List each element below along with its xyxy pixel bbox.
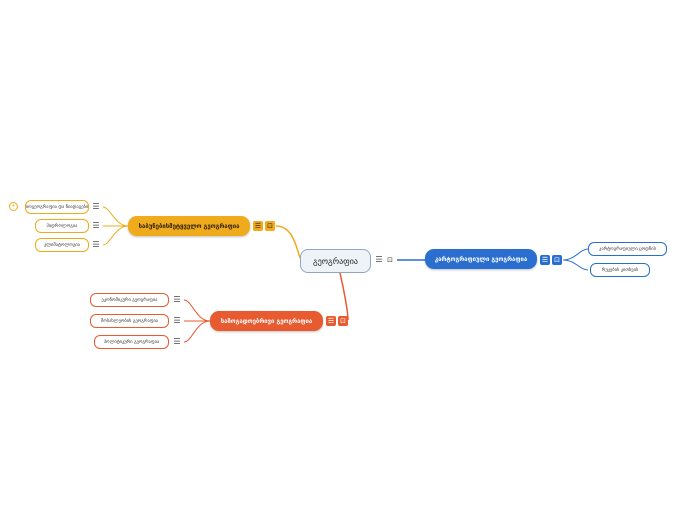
attachment-icon[interactable]: ⊡ xyxy=(387,255,393,264)
subtopic-population-geography[interactable]: მოსახლეობის გეოგრაფია xyxy=(90,314,169,328)
link-root-red xyxy=(339,272,349,321)
notes-icon[interactable]: ☰ xyxy=(375,255,383,264)
root-node[interactable]: გეოგრაფია xyxy=(300,249,371,273)
subtopic-map-reading[interactable]: რუკების კითხვის xyxy=(590,263,650,277)
link-blue-1 xyxy=(562,248,589,261)
link-yellow-1 xyxy=(102,206,129,227)
notes-icon[interactable]: ☰ xyxy=(92,202,100,211)
notes-icon[interactable]: ☰ xyxy=(253,221,263,231)
subtopic-hydrology[interactable]: ჰიდროლოგია xyxy=(35,219,89,233)
attachment-icon[interactable]: ⊡ xyxy=(265,221,275,231)
branch-social-geography[interactable]: საზოგადოებრივი გეოგრაფია xyxy=(210,311,323,331)
link-yellow-3 xyxy=(102,225,129,246)
attachment-icon[interactable]: ⊡ xyxy=(552,255,562,265)
subtopic-biogeography[interactable]: ბიოგეოგრაფია და ნიადაგების xyxy=(25,200,89,214)
branch-natural-geography[interactable]: საბუნებისმეტყველო გეოგრაფია xyxy=(128,216,250,236)
link-blue-2 xyxy=(562,259,589,271)
subtopic-cartographic-knowledge[interactable]: კარტოგრაფიული ცოდნის xyxy=(588,242,667,256)
notes-icon[interactable]: ☰ xyxy=(326,316,336,326)
attachment-icon[interactable]: ⊡ xyxy=(338,316,348,326)
notes-icon[interactable]: ☰ xyxy=(173,337,181,346)
notes-icon[interactable]: ☰ xyxy=(540,255,550,265)
subtopic-economic-geography[interactable]: ეკონომიკური გეოგრაფია xyxy=(90,293,169,307)
subtopic-political-geography[interactable]: პოლიტიკური გეოგრაფია xyxy=(94,335,169,349)
expand-icon[interactable]: + xyxy=(9,202,18,211)
notes-icon[interactable]: ☰ xyxy=(92,221,100,230)
subtopic-climatology[interactable]: კლიმატოლოგია xyxy=(35,238,89,252)
link-root-yellow xyxy=(275,225,301,259)
link-red-3 xyxy=(183,320,211,343)
notes-icon[interactable]: ☰ xyxy=(173,316,181,325)
link-red-1 xyxy=(183,299,211,322)
notes-icon[interactable]: ☰ xyxy=(92,240,100,249)
notes-icon[interactable]: ☰ xyxy=(173,295,181,304)
branch-cartographic-geography[interactable]: კარტოგრაფიული გეოგრაფია xyxy=(425,249,537,269)
